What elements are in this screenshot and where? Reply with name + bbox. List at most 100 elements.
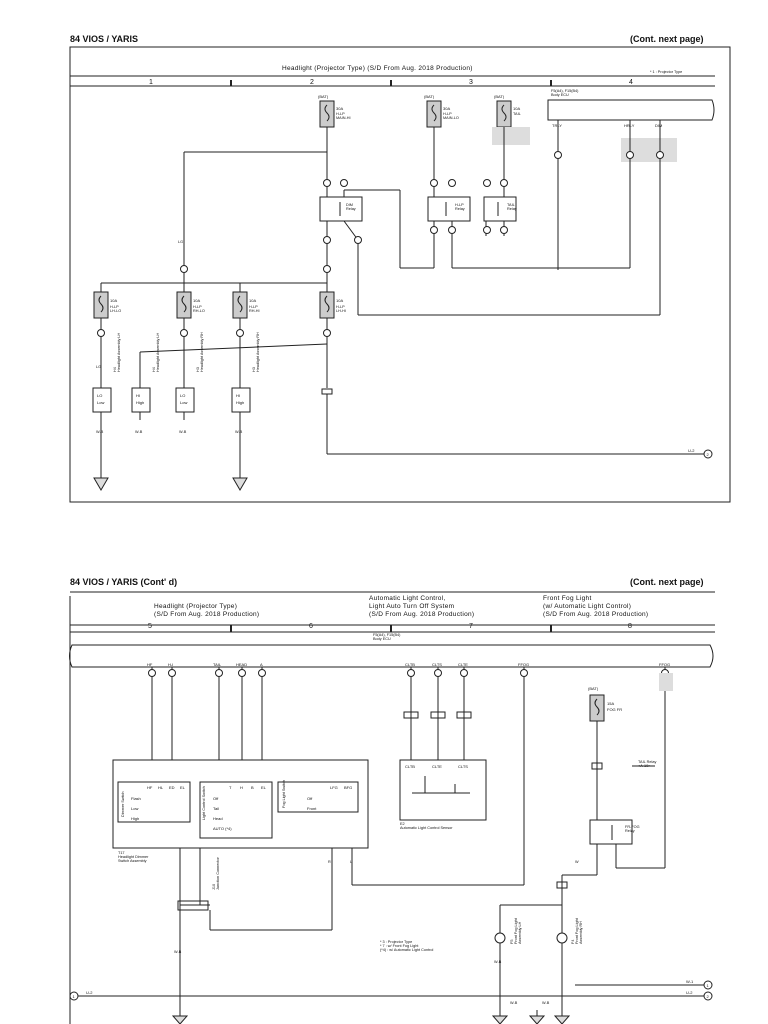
page2-ref-left-marker: 1 [73,994,76,999]
page2-ref-right-marker-2: 2 [707,994,710,999]
dimmer-row-flash: Flash [131,796,141,801]
ecu2-pin-hf: HF [147,662,153,667]
lamp-rh-lo-sub: Low [180,400,187,405]
p2-wire-l: L [350,860,353,864]
page2-ref-left: U-2 [86,990,93,995]
ecu-pin-trly: TRLY [552,123,562,128]
fog-col-bfg: BFG [344,785,352,790]
dimmer-col-hf: HF [147,785,153,790]
lamp-lh-hi-name: H4 Headlight Assembly LH [152,332,161,372]
fuse-main-hi-rating: 30A [336,106,343,111]
section-title-auto-light: Automatic Light Control, Light Auto Turn… [369,595,475,618]
light-col-b: B [251,785,254,790]
dimmer-switch-title: Dimmer Switch [121,791,125,817]
light-col-t: T [229,785,232,790]
ecu-pin-hrly: HRLY [624,123,635,128]
fuse-rh-hi-rating: 10A [249,298,256,303]
lamp-rh-hi-name: H3 Headlight Assembly RH [252,332,261,372]
ecu2-pin-tail: TAIL [213,662,222,667]
lamp-lh-hi-code: HI [136,393,140,398]
junction-connector [177,900,209,911]
fuse-rh-hi-name: H-LP RH-HI [249,305,260,314]
fuse-lh-hi-name: H-LP LH-HI [336,305,346,314]
page1-header-right: (Cont. next page) [630,34,704,44]
page2-col-6: 6 [309,623,313,630]
fog-fuse-supply: (BAT) [588,686,599,691]
wire-label-lg-2: LG [96,365,102,369]
page1-header-left: 84 VIOS / YARIS [70,34,139,44]
light-control-switch-title: Light Control Switch [202,786,206,820]
fog-light-switch-table [277,781,359,813]
page1-frame [69,46,731,503]
junction-label: J10 Junction Connector [212,857,221,890]
ecu2-pin-clte: CLTE [458,662,468,667]
page1-ref-marker: 2 [707,452,710,457]
supply-main-hi: (BAT) [318,94,329,99]
page1-col-4: 4 [629,79,633,86]
switch-assembly-label: T17 Headlight Dimmer Switch Assembly [118,851,149,864]
light-row-tail: Tail [213,806,219,811]
fuse-tail [496,100,512,128]
fuse-fog-fr [589,694,605,722]
page2-footnotes: * 3 : Projector Type * 7 : w/ Front Fog … [380,940,434,953]
fuse-main-lo-rating: 30A [443,106,450,111]
supply-tail: (BAT) [494,94,505,99]
headlight-dimmer-switch-assembly [112,759,369,849]
sensor-pin-clts: CLTS [458,764,468,769]
page2-col-7: 7 [469,623,473,630]
lamp-lh-lo-sub: Low [97,400,104,405]
dimmer-row-high: High [131,816,139,821]
section-title-headlight: Headlight (Projector Type) (S/D From Aug… [154,603,260,618]
ecu2-pin-ffog-2: FFOG [659,662,670,667]
fuse-hlp-lh-lo [93,291,109,319]
fuse-hlp-lh-hi [319,291,335,319]
ecu2-pin-a: A [260,662,263,667]
page1-ecu-label: F5(A4), F15(B4) Body ECU [551,89,579,98]
dimmer-row-low: Low [131,806,138,811]
relay-tail-label: TAIL Relay [507,203,517,212]
page1-title: Headlight (Projector Type) (S/D From Aug… [282,65,473,72]
page2-ref-right-2: U-2 [686,990,693,995]
tail-relay-ref: TAIL Relay <A-10> [638,760,657,769]
page2-header-right: (Cont. next page) [630,577,704,587]
lamp-lh-hi [131,387,151,413]
lamp-rh-hi-code: HI [236,393,240,398]
ecu2-pin-head: HEAD [236,662,247,667]
p2-wire-w: W [575,860,579,864]
relay-dim-label: DIM Relay [346,203,356,212]
light-col-h: H [240,785,243,790]
p2-wire-wb-4: W-B [542,1001,550,1005]
fog-relay-label: FR-FOG Relay [625,825,640,834]
fuse-tail-name: TAIL [513,112,521,116]
wire-label-wb-4: W-B [235,430,243,434]
wire-label-wb-2: W-B [135,430,143,434]
fuse-lh-lo-name: H-LP LH-LO [110,305,122,314]
fuse-lh-hi-rating: 10A [336,298,343,303]
p2-wire-wb-3: W-B [510,1001,518,1005]
fog-light-switch-title: Fog Light Switch [282,779,286,808]
p2-wire-wb-2: W-B [494,960,502,964]
fuse-rh-lo-rating: 10A [193,298,200,303]
light-control-switch-table [199,781,273,839]
fuse-hlp-main-lo [426,100,442,128]
lamp-rh-lo-name: H3 Headlight Assembly RH [196,332,205,372]
fog-row-front: Front [307,806,317,811]
sensor-pin-cltb: CLTB [405,764,415,769]
wire-label-wb-3: W-B [179,430,187,434]
relay-fr-fog [589,819,633,845]
dimmer-col-hl: HL [158,785,164,790]
sensor-label: E2 Automatic Light Control Sensor [400,822,453,831]
ecu2-pin-ffog: FFOG [518,662,529,667]
fog-row-off: Off [307,796,313,801]
page2-ecu-label: F5(A4), F15(B4) Body ECU [373,633,401,642]
automatic-light-control-sensor [399,759,487,821]
lamp-lh-hi-sub: High [136,400,144,405]
fog-fuse-name: FOG FR [607,707,622,712]
fuse-hlp-main-hi [319,100,335,128]
lamp-lh-lo-code: LO [97,393,102,398]
lamp-rh-lo [175,387,195,413]
page1-col-2: 2 [310,79,314,86]
lamp-rh-hi-sub: High [236,400,244,405]
wire-label-wb-1: W-B [96,430,104,434]
